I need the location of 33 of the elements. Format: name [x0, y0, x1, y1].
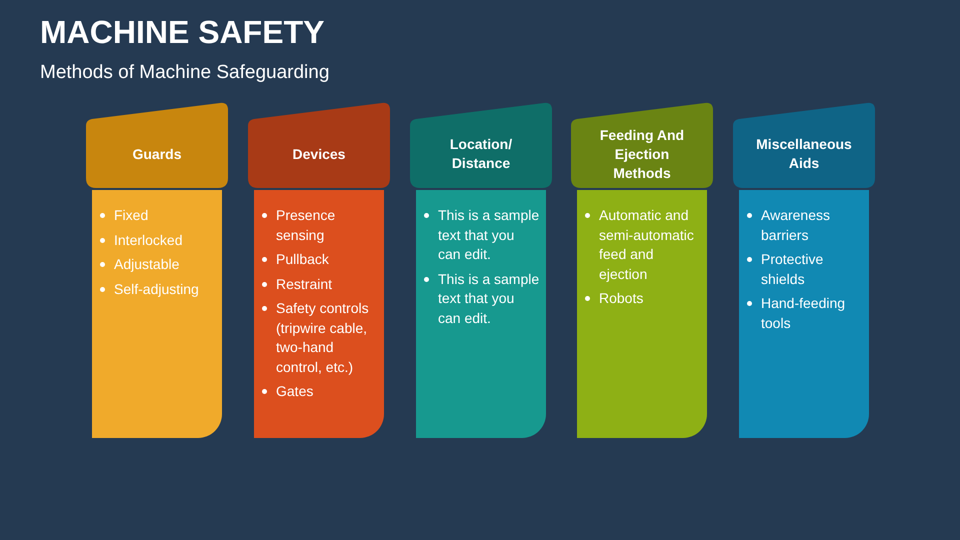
bullet-text: Interlocked: [114, 232, 182, 248]
header-tab: [571, 102, 713, 188]
bullet-text: Robots: [599, 290, 644, 306]
heading: Feeding And Ejection Methods: [598, 126, 686, 182]
bullet-text: This is a sample text that you can edit.: [438, 270, 540, 326]
bullet-text: Fixed: [114, 207, 148, 223]
bullet-text: Pullback: [276, 251, 329, 267]
header-tab: [248, 102, 390, 188]
heading: Miscellaneous Aids: [755, 135, 853, 173]
bullet-text: Self-adjusting: [114, 280, 199, 296]
content-panel: [254, 190, 384, 438]
header-tab: [86, 102, 228, 188]
heading: Devices: [292, 144, 346, 164]
heading: Guards: [132, 144, 182, 164]
header-tab: [733, 102, 875, 188]
subtitle: Methods of Machine Safeguarding: [40, 62, 330, 84]
bullet-text: This is a sample text that you can edit.: [438, 207, 540, 262]
bullet-text: Automatic and semi-automatic feed and ejection: [599, 207, 694, 282]
bullet-text: Protective shields: [761, 251, 824, 286]
bullet-text: Gates: [276, 383, 314, 399]
content-panel: [739, 190, 869, 438]
bullet-text: Safety controls (tripwire cable, two-hand control, etc.): [276, 300, 369, 374]
bullet-text: Adjustable: [114, 256, 180, 272]
bullet-text: Presence sensing: [276, 207, 336, 242]
heading: Location/ Distance: [448, 135, 514, 173]
title: MACHINE SAFETY: [40, 14, 324, 51]
bullet-text: Restraint: [276, 276, 332, 292]
bullet-text: Hand-feeding tools: [761, 295, 846, 330]
content-panel: [416, 190, 546, 438]
bullet-text: Awareness barriers: [761, 207, 830, 242]
content-panel: [92, 190, 222, 438]
content-panel: [577, 190, 707, 438]
header-tab: [410, 102, 552, 188]
